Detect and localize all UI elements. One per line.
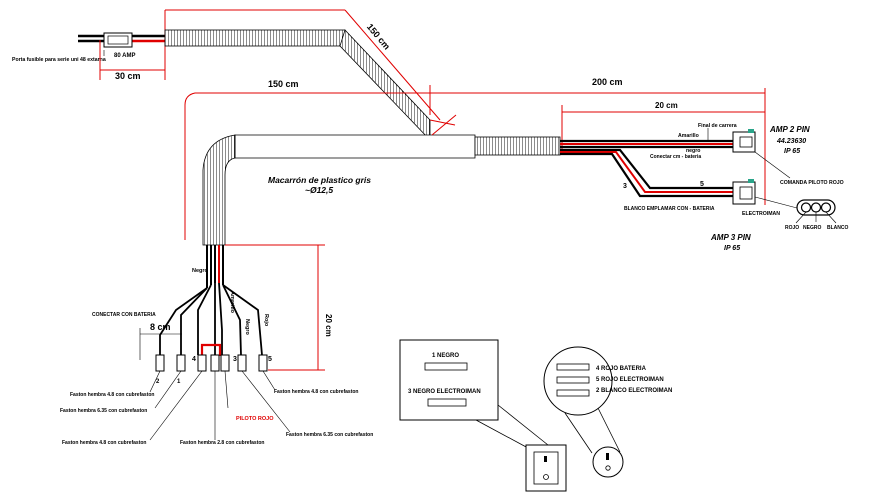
- pin-3-label: 3: [233, 356, 237, 363]
- final-carrera-label: Final de carrera: [698, 123, 737, 129]
- corrugated-tube: [164, 29, 561, 246]
- dim-150-horizontal: [184, 85, 431, 240]
- dim-200-label: 200 cm: [592, 77, 623, 87]
- dim-150-diag-label: 150 cm: [365, 22, 392, 52]
- electroiman-label: ELECTROIMAN: [742, 211, 780, 217]
- wire-amarillo-label: Amarillo: [229, 291, 235, 314]
- dim-200: [430, 88, 766, 205]
- switch-negro-label: 1 NEGRO: [432, 353, 459, 359]
- conectar-cm-bateria-label: Conectar cm - bateria: [650, 154, 701, 160]
- faston-635-a-label: Faston hembra 6.35 con cubrefaston: [60, 408, 147, 414]
- num-5-label: 5: [700, 181, 704, 188]
- amp2-title: AMP 2 PIN: [769, 125, 810, 134]
- comanda-piloto-label: COMANDA PILOTO ROJO: [780, 180, 844, 186]
- faston-635-b-label: Faston hembra 6.35 con cubrefaston: [286, 432, 373, 438]
- fuse-holder: [78, 32, 165, 56]
- blanco-conn-label: BLANCO: [827, 225, 848, 231]
- round-3-pin-plug: [795, 199, 837, 224]
- rojo-conn-label: ROJO: [785, 225, 799, 231]
- pilot-blanco-electro-label: 2 BLANCO ELECTROIMAN: [596, 388, 672, 394]
- negro-top-label: negro: [686, 148, 700, 154]
- pilot-rojo-electro-label: 5 ROJO ELECTROIMAN: [596, 377, 664, 383]
- dim-20-vertical: [225, 244, 325, 371]
- faston-terminals: [155, 354, 268, 372]
- pin-4-label: 4: [192, 356, 196, 363]
- wire-negro-label: Negro: [244, 319, 250, 336]
- dim-20-top-label: 20 cm: [655, 101, 678, 110]
- piloto-rojo-label: PILOTO ROJO: [236, 416, 274, 422]
- faston-leaders: [149, 370, 291, 441]
- switch-electroiman-label: 3 NEGRO ELECTROIMAN: [408, 389, 481, 395]
- amp2-ip: IP 65: [784, 148, 800, 155]
- faston-48-c-label: Faston hembra 4.8 con cubrefaston: [274, 389, 358, 395]
- amp-2-pin-connector: [732, 129, 791, 179]
- pin-2-label: 2: [156, 379, 160, 385]
- dim-8cm: [139, 328, 182, 360]
- amarillo-label: Amarillo: [678, 133, 699, 139]
- fuse-amp-label: 80 AMP: [114, 53, 135, 59]
- faston-48-b-label: Faston hembra 4.8 con cubrefaston: [62, 440, 146, 446]
- blanco-empalmar-label: BLANCO EMPLAMAR CON - BATERIA: [624, 206, 715, 212]
- faston-48-a-label: Faston hembra 4.8 con cubrefaston: [70, 392, 154, 398]
- pilot-bateria-label: 4 ROJO BATERIA: [596, 366, 647, 372]
- dim-150-h-label: 150 cm: [268, 79, 299, 89]
- conectar-bateria-label: CONECTAR CON BATERIA: [92, 312, 156, 318]
- faston-28-label: Faston hembra 2.8 con cubrefaston: [180, 440, 264, 446]
- pilot-light-detail: [543, 346, 624, 478]
- amp-3-pin-connector: [732, 179, 798, 209]
- dim-8cm-label: 8 cm: [150, 322, 171, 332]
- fuse-holder-label: Porta fusible para serie uni 48 extarna: [12, 57, 106, 63]
- amp3-ip: IP 65: [724, 245, 740, 252]
- right-wires: [560, 128, 735, 198]
- negro-conn-label: NEGRO: [803, 225, 821, 231]
- amp3-title: AMP 3 PIN: [710, 233, 751, 242]
- dim-20-v-label: 20 cm: [324, 314, 333, 337]
- num-3-label: 3: [623, 183, 627, 190]
- dim-30cm-label: 30 cm: [115, 71, 141, 81]
- pin-5-label: 5: [268, 356, 272, 363]
- macarron-diameter: ~Ø12,5: [305, 185, 333, 195]
- dim-150-diagonal: [165, 9, 457, 136]
- pin-1-label: 1: [177, 379, 181, 385]
- negro-main-label: Negro: [192, 268, 209, 274]
- wire-fanout: [159, 245, 263, 356]
- dim-20-top: [561, 105, 765, 150]
- macarron-label: Macarrón de plastico gris: [268, 175, 371, 185]
- wire-rojo-label: Rojo: [263, 314, 269, 327]
- amp2-code: 44.23630: [776, 138, 806, 145]
- switch-detail: [399, 339, 567, 492]
